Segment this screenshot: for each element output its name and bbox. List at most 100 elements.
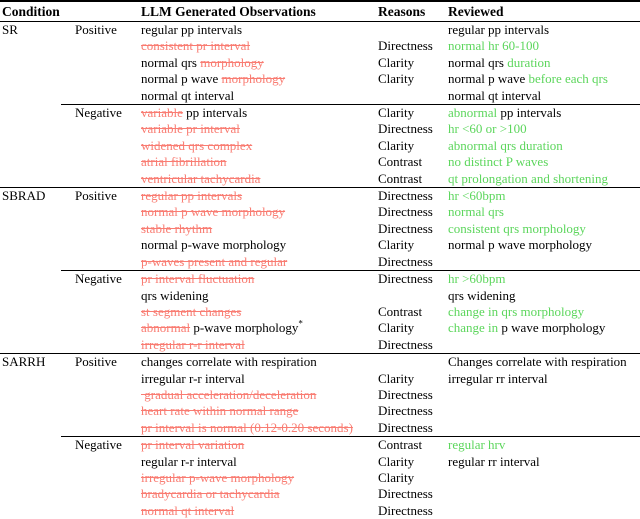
text-segment: Clarity xyxy=(378,71,415,87)
polarity-cell xyxy=(61,138,141,154)
polarity-cell xyxy=(61,254,141,271)
removed-text: irregular p-wave morphology xyxy=(141,469,295,485)
polarity-cell: Positive xyxy=(61,353,141,371)
added-text: regular hrv xyxy=(448,437,506,453)
added-text: abnormal qrs duration xyxy=(448,137,563,153)
text-segment: Directness xyxy=(378,486,433,502)
reviewed-cell xyxy=(447,420,640,437)
removed-text: ventricular tachycardia xyxy=(141,170,261,186)
removed-text: atrial fibrillation xyxy=(141,154,227,170)
polarity-cell xyxy=(61,337,141,354)
condition-cell xyxy=(0,387,61,403)
reason-cell: Directness xyxy=(375,204,447,220)
reviewed-cell: hr <60 or >100 xyxy=(447,121,640,137)
observation-cell: variable pp intervals xyxy=(141,104,375,122)
text-segment: Directness xyxy=(378,253,433,269)
column-header-polarity xyxy=(61,1,141,22)
removed-text: gradual acceleration/deceleration xyxy=(141,386,317,402)
condition-cell xyxy=(0,304,61,320)
polarity-cell xyxy=(61,204,141,220)
condition-cell: SR xyxy=(0,21,61,39)
text-segment: Clarity xyxy=(378,137,415,153)
observation-cell: widened qrs complex xyxy=(141,138,375,154)
polarity-cell: Negative xyxy=(61,436,141,454)
reviewed-cell xyxy=(447,503,640,519)
added-text: change in xyxy=(448,320,502,336)
added-text: abnormal xyxy=(448,105,498,121)
observation-cell: stable rhythm xyxy=(141,221,375,237)
added-text: qt prolongation and shortening xyxy=(448,170,608,186)
reason-cell: Directness xyxy=(375,187,447,205)
observation-cell: normal qt interval xyxy=(141,503,375,519)
removed-text: normal qt interval xyxy=(141,502,235,518)
removed-text: heart rate within normal range xyxy=(141,403,299,419)
text-segment: regular r-r interval xyxy=(141,453,237,469)
table-header: Condition LLM Generated Observations Rea… xyxy=(0,1,640,22)
reviewed-cell: change in qrs morphology xyxy=(447,304,640,320)
observation-cell: normal qrs morphology xyxy=(141,55,375,71)
text-segment: Directness xyxy=(378,204,433,220)
text-segment: normal qt interval xyxy=(141,87,235,103)
observation-cell: consistent pr interval xyxy=(141,38,375,54)
removed-text: irregular r-r interval xyxy=(141,336,245,352)
observation-cell: normal p wave morphology xyxy=(141,204,375,220)
header-row: Condition LLM Generated Observations Rea… xyxy=(0,1,640,22)
polarity-cell xyxy=(61,454,141,470)
polarity-cell xyxy=(61,154,141,170)
reason-cell: Directness xyxy=(375,486,447,502)
column-header-reviewed: Reviewed xyxy=(447,1,640,22)
text-segment: irregular rr interval xyxy=(448,370,548,386)
polarity-cell xyxy=(61,403,141,419)
observation-cell: abnormal p-wave morphology* xyxy=(141,319,375,336)
observation-cell: normal p-wave morphology xyxy=(141,237,375,253)
reason-cell: Directness xyxy=(375,270,447,288)
text-segment: normal p wave xyxy=(448,71,529,87)
condition-cell xyxy=(0,320,61,336)
condition-cell xyxy=(0,371,61,387)
condition-cell xyxy=(0,486,61,502)
condition-cell xyxy=(0,105,61,122)
reason-cell: Directness xyxy=(375,254,447,271)
text-segment: Contrast xyxy=(378,170,423,186)
text-segment: Clarity xyxy=(378,370,415,386)
removed-text: abnormal xyxy=(141,320,191,336)
column-header-reasons: Reasons xyxy=(375,1,447,22)
polarity-cell xyxy=(61,420,141,437)
text-segment: Changes correlate with respiration xyxy=(448,354,627,370)
polarity-cell xyxy=(61,221,141,237)
added-text: before each qrs xyxy=(528,71,608,87)
removed-text: pr interval fluctuation xyxy=(141,271,255,287)
condition-cell xyxy=(0,121,61,137)
reason-cell: Directness xyxy=(375,221,447,237)
reviewed-cell xyxy=(447,486,640,502)
added-text: consistent qrs morphology xyxy=(448,220,586,236)
observation-cell: p-waves present and regular xyxy=(141,254,375,271)
text-segment: p wave morphology xyxy=(501,320,606,336)
text-segment: Clarity xyxy=(378,469,415,485)
text-segment: regular rr interval xyxy=(448,453,540,469)
text-segment: regular pp intervals xyxy=(448,22,550,37)
polarity-cell xyxy=(61,71,141,87)
reason-cell: Directness xyxy=(375,503,447,519)
observation-cell: changes correlate with respiration xyxy=(141,353,375,371)
condition-cell xyxy=(0,403,61,419)
condition-cell xyxy=(0,138,61,154)
text-segment: Contrast xyxy=(378,154,423,170)
text-segment: SR xyxy=(2,22,18,37)
removed-text: variable xyxy=(141,105,183,121)
